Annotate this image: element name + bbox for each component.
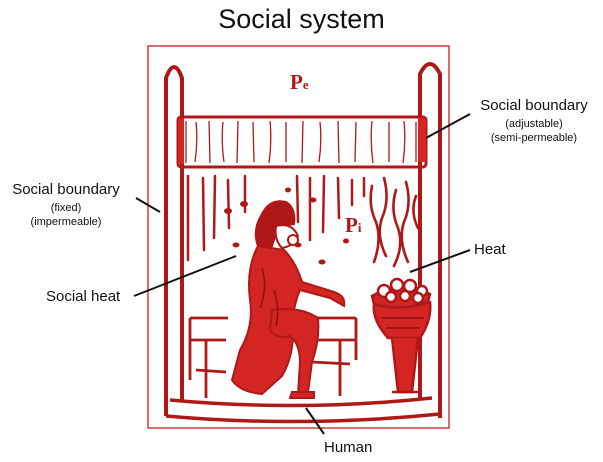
floor: [165, 396, 441, 424]
left-boundary-post: [164, 65, 184, 416]
heat-pointer: [409, 249, 471, 273]
heat-label: Heat: [474, 241, 506, 258]
page-title: Social system: [218, 4, 385, 34]
boundary-fixed-label: Social boundary (fixed) (impermeable): [12, 181, 120, 228]
image-frame: [147, 45, 450, 429]
social-heat-label: Social heat: [46, 288, 121, 305]
boundary-adjustable-pointer: [425, 113, 471, 139]
social-heat-pointer: [133, 255, 237, 297]
seated-human: [230, 200, 346, 399]
right-boundary-post: [418, 62, 442, 418]
inside-pressure-label: Pi: [345, 213, 362, 237]
stove: [370, 277, 432, 394]
boundary-adjustable-label: Social boundary (adjustable) (semi-perme…: [480, 97, 588, 144]
outside-pressure-label: Pe: [290, 70, 309, 94]
bench: [188, 316, 358, 398]
human-pointer: [305, 407, 325, 435]
human-label: Human: [324, 439, 373, 456]
boundary-fixed-pointer: [135, 197, 161, 213]
